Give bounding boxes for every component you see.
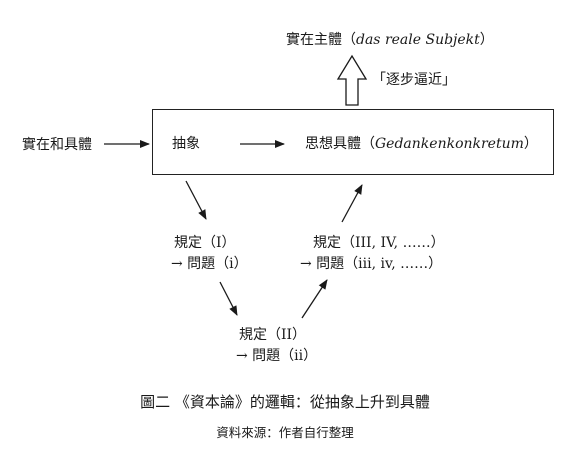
step-3-to-box-arrow [341, 184, 363, 223]
approach-label: 「逐步逼近」 [372, 72, 456, 88]
concrete-thought-chinese: 思想具體 [305, 136, 361, 152]
concrete-thought-label: 思想具體（Gedankenkonkretum） [305, 135, 538, 153]
real-subject-label: 實在主體（das reale Subjekt） [286, 31, 494, 49]
paren-open: （ [342, 32, 356, 48]
step-2-problem: → 問題（ii） [236, 348, 318, 364]
step-2-to-step-3-arrow [301, 279, 328, 319]
real-subject-chinese: 實在主體 [286, 32, 342, 48]
figure-source: 資料來源：作者自行整理 [216, 425, 354, 440]
abstraction-box [152, 109, 554, 175]
figure-caption: 圖二 《資本論》的邏輯：從抽象上升到具體 [140, 393, 430, 411]
step-2-determination: 規定（II） [239, 327, 307, 343]
step-3-problem: → 問題（iii, iv, ……） [300, 256, 443, 272]
step-1-to-step-2-arrow [219, 281, 238, 316]
step-1-determination: 規定（I） [174, 235, 236, 251]
concrete-thought-german: Gedankenkonkretum [375, 136, 524, 152]
abstraction-label: 抽象 [172, 136, 200, 152]
step-1-problem: → 問題（i） [171, 256, 248, 272]
approach-up-arrow [336, 54, 368, 106]
box-to-step-1-arrow [185, 180, 207, 220]
input-label: 實在和具體 [22, 137, 92, 153]
paren-close: ） [479, 32, 494, 48]
step-3-determination: 規定（III, IV, ……） [313, 235, 445, 251]
paren-open: （ [361, 136, 375, 152]
real-subject-german: das reale Subjekt [356, 32, 480, 48]
paren-close: ） [523, 136, 538, 152]
